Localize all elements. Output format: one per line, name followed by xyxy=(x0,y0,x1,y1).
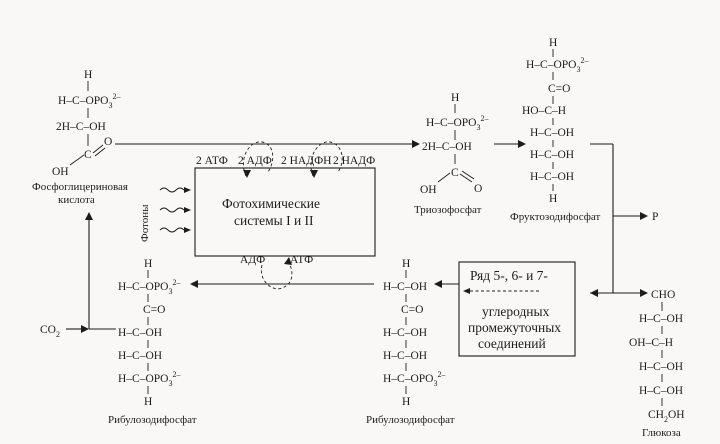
photosystems-title-line2: системы I и II xyxy=(234,213,314,228)
ribulose-bisphosphate-left: H H–C–OPO32– C=O H–C–OH H–C–OH H–C–OPO32… xyxy=(108,258,197,426)
series-box-line2: углеродных xyxy=(482,304,550,319)
phosphoglyceric-acid: H H–C–OPO32– 2H–C–OH C O OH Фосфоглицери… xyxy=(32,69,128,206)
co2-label: CO2 xyxy=(40,324,60,339)
pga-row-phosphate: H–C–OPO32– xyxy=(58,92,121,110)
glucose-row-aldehyde: CHO xyxy=(651,289,675,301)
fructose-name: Фруктозодифосфат xyxy=(510,211,600,223)
rib-left-h-top: H xyxy=(144,258,152,270)
ribulose-bisphosphate-right: H H–C–OH C=O H–C–OH H–C–OH H–C–OPO32– H … xyxy=(366,258,455,426)
pga-carboxyl-carbon: C xyxy=(84,149,92,161)
label-atp-bottom: АТФ xyxy=(290,254,313,266)
fructose-row-c4: H–C–OH xyxy=(530,127,574,139)
triose-carboxyl-carbon: C xyxy=(451,167,459,179)
rib-right-row-keto: C=O xyxy=(401,304,423,316)
fructose-row-keto: C=O xyxy=(548,83,570,95)
atp-adp-cycle-arrow xyxy=(242,141,274,177)
triose-h-top: H xyxy=(451,92,459,104)
rib-right-row-phosphate: H–C–OPO32– xyxy=(383,370,446,388)
rib-left-row-c4: H–C–OH xyxy=(118,350,162,362)
rib-right-row-c3: H–C–OH xyxy=(383,327,427,339)
glucose-row-c2: H–C–OH xyxy=(639,313,683,325)
photons-label: Фотоны xyxy=(139,204,151,242)
rib-left-row-phosphate-bottom: H–C–OPO32– xyxy=(118,370,181,388)
glucose-row-c3: OH–C–H xyxy=(629,337,673,349)
fructose-row-phosphate: H–C–OPO32– xyxy=(526,56,589,74)
rib-right-row-c4: H–C–OH xyxy=(383,350,427,362)
rib-left-row-phosphate-top: H–C–OPO32– xyxy=(118,278,181,296)
adp-atp-cycle-arrow xyxy=(260,261,293,290)
pga-name-line2: кислота xyxy=(58,194,95,206)
glucose-row-c4: H–C–OH xyxy=(639,361,683,373)
pga-name-line1: Фосфоглицериновая xyxy=(32,181,128,193)
fructose-row-c3: HO–C–H xyxy=(522,105,566,117)
series-box-line1: Ряд 5-, 6- и 7- xyxy=(470,268,548,283)
pga-h-top: H xyxy=(84,69,92,81)
fructose-h-top: H xyxy=(549,37,557,49)
triose-name: Триозофосфат xyxy=(414,204,482,216)
glucose-row-c6: CH2OH xyxy=(648,409,685,424)
label-2nadph: 2 НАДФН xyxy=(281,155,331,167)
triose-phosphate: H H–C–OPO32– 2H–C–OH C O OH Триозофосфат xyxy=(414,92,489,216)
series-box-line3: промежуточных xyxy=(468,320,561,335)
fructose-bisphosphate: H H–C–OPO32– C=O HO–C–H H–C–OH H–C–OH H–… xyxy=(510,37,600,223)
intermediate-series-box: Ряд 5-, 6- и 7- углеродных промежуточных… xyxy=(458,261,576,357)
triose-row-phosphate: H–C–OPO32– xyxy=(426,114,489,132)
photochemical-systems: 2 АТФ 2 АДФ 2 НАДФН 2 НАДФ Фотохимически… xyxy=(139,141,376,290)
rib-right-h-bottom: H xyxy=(402,396,410,408)
label-2adp-top: 2 АДФ xyxy=(238,155,272,167)
glucose-row-c5: H–C–OH xyxy=(639,385,683,397)
glucose-name: Глюкоза xyxy=(642,427,681,439)
rib-left-h-bottom: H xyxy=(144,396,152,408)
triose-carbonyl-oxygen: O xyxy=(474,183,482,195)
rib-right-h-top: H xyxy=(402,258,410,270)
fructose-h-bottom: H xyxy=(549,193,557,205)
photosystems-title-line1: Фотохимические xyxy=(222,196,320,211)
phosphate-p-label: P xyxy=(652,211,658,223)
fructose-row-c6: H–C–OH xyxy=(530,171,574,183)
series-box-frame xyxy=(458,261,576,357)
pga-oh: OH xyxy=(52,166,69,178)
label-2nadp: 2 НАДФ xyxy=(333,155,375,167)
rib-left-row-keto: C=O xyxy=(143,304,165,316)
series-box-line4: соединений xyxy=(478,336,546,351)
pga-carbonyl-oxygen: O xyxy=(104,136,112,148)
glucose: CHO H–C–OH OH–C–H H–C–OH H–C–OH CH2OH Гл… xyxy=(629,289,685,439)
triose-row-hydroxyl: 2H–C–OH xyxy=(422,141,472,153)
triose-oh: OH xyxy=(420,184,437,196)
label-2atp-top: 2 АТФ xyxy=(196,155,228,167)
rib-right-name: Рибулозодифосфат xyxy=(366,414,455,426)
fructose-row-c5: H–C–OH xyxy=(530,149,574,161)
rib-right-row-c1: H–C–OH xyxy=(383,281,427,293)
label-adp-bottom: АДФ xyxy=(240,254,265,266)
rib-left-row-c3: H–C–OH xyxy=(118,327,162,339)
photosystems-box xyxy=(194,167,376,257)
rib-left-name: Рибулозодифосфат xyxy=(108,414,197,426)
pga-row-hydroxyl: 2H–C–OH xyxy=(56,121,106,133)
nadph-nadp-cycle-arrow xyxy=(310,141,343,177)
